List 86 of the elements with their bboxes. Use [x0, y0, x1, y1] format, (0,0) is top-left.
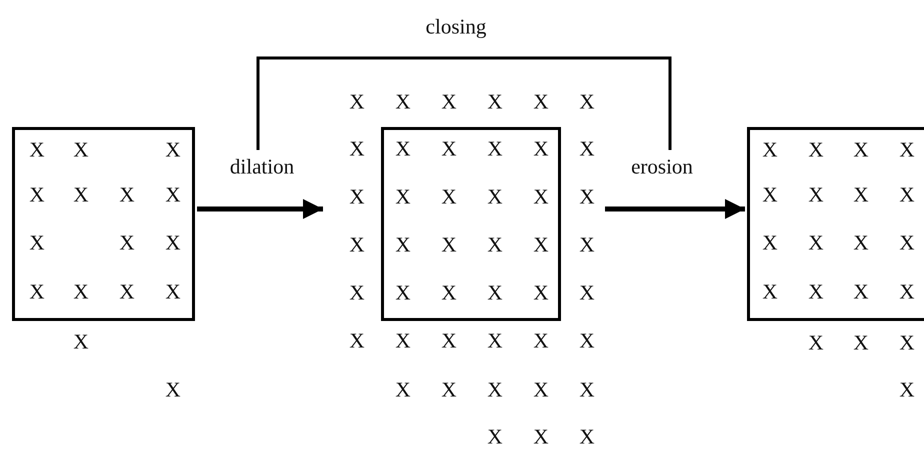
- grid-letter: X: [487, 186, 503, 208]
- grid-letter: X: [349, 234, 365, 256]
- grid-letter: X: [762, 282, 778, 302]
- square-frame: [381, 127, 561, 321]
- grid-letter: X: [533, 426, 549, 448]
- grid-letter: X: [579, 380, 595, 400]
- grid-letter: X: [579, 234, 595, 256]
- grid-letter: X: [533, 234, 549, 256]
- grid-letter: X: [853, 184, 869, 206]
- grid-letter: X: [533, 282, 549, 304]
- grid-letter: X: [808, 232, 824, 254]
- grid-letter: X: [899, 282, 915, 302]
- arrow: [197, 199, 323, 219]
- grid-letter: X: [441, 92, 457, 112]
- grid-letter: X: [395, 330, 411, 352]
- grid-letter: X: [533, 330, 549, 352]
- grid-letter: X: [119, 232, 135, 254]
- grid-letter: X: [165, 184, 181, 206]
- grid-letter: X: [29, 282, 45, 302]
- grid-letter: X: [441, 380, 457, 400]
- grid-letter: X: [395, 186, 411, 208]
- grid-letter: X: [349, 92, 365, 112]
- grid-letter: X: [487, 92, 503, 112]
- grid-letter: X: [395, 282, 411, 304]
- grid-letter: X: [395, 234, 411, 256]
- grid-letter: X: [165, 140, 181, 160]
- grid-letter: X: [395, 92, 411, 112]
- grid-letter: X: [165, 232, 181, 254]
- grid-letter: X: [73, 332, 89, 352]
- grid-letter: X: [579, 138, 595, 160]
- grid-letter: X: [395, 380, 411, 400]
- grid-letter: X: [73, 140, 89, 160]
- square-frame: [12, 127, 195, 321]
- grid-letter: X: [349, 186, 365, 208]
- grid-letter: X: [899, 184, 915, 206]
- grid-letter: X: [808, 140, 824, 160]
- grid-letter: X: [29, 184, 45, 206]
- grid-letter: X: [349, 330, 365, 352]
- grid-letter: X: [899, 332, 915, 354]
- square-frame: [747, 127, 924, 321]
- grid-letter: X: [762, 140, 778, 160]
- grid-letter: X: [73, 282, 89, 302]
- grid-letter: X: [808, 282, 824, 302]
- grid-letter: X: [349, 282, 365, 304]
- grid-letter: X: [487, 138, 503, 160]
- grid-letter: X: [762, 184, 778, 206]
- bracket-label: closing: [426, 16, 486, 38]
- grid-letter: X: [29, 232, 45, 254]
- grid-letter: X: [808, 332, 824, 354]
- grid-letter: X: [119, 282, 135, 302]
- grid-letter: X: [119, 184, 135, 206]
- arrow: [605, 199, 745, 219]
- grid-letter: X: [899, 140, 915, 160]
- grid-letter: X: [73, 184, 89, 206]
- grid-letter: X: [579, 92, 595, 112]
- grid-letter: X: [441, 330, 457, 352]
- grid-letter: X: [29, 140, 45, 160]
- grid-letter: X: [165, 282, 181, 302]
- grid-letter: X: [579, 426, 595, 448]
- grid-letter: X: [441, 138, 457, 160]
- grid-letter: X: [533, 380, 549, 400]
- grid-letter: X: [579, 282, 595, 304]
- grid-letter: X: [487, 330, 503, 352]
- grid-letter: X: [853, 232, 869, 254]
- grid-letter: X: [899, 232, 915, 254]
- grid-letter: X: [853, 282, 869, 302]
- grid-letter: X: [441, 282, 457, 304]
- grid-letter: X: [853, 140, 869, 160]
- grid-letter: X: [165, 380, 181, 400]
- grid-letter: X: [395, 138, 411, 160]
- grid-letter: X: [487, 380, 503, 400]
- grid-letter: X: [762, 232, 778, 254]
- grid-letter: X: [533, 138, 549, 160]
- grid-letter: X: [533, 186, 549, 208]
- grid-letter: X: [579, 186, 595, 208]
- grid-letter: X: [487, 426, 503, 448]
- grid-letter: X: [808, 184, 824, 206]
- grid-letter: X: [579, 330, 595, 352]
- grid-letter: X: [487, 234, 503, 256]
- grid-letter: X: [441, 186, 457, 208]
- grid-letter: X: [487, 282, 503, 304]
- grid-letter: X: [853, 332, 869, 354]
- grid-letter: X: [349, 138, 365, 160]
- grid-letter: X: [533, 92, 549, 112]
- grid-letter: X: [899, 380, 915, 400]
- grid-letter: X: [441, 234, 457, 256]
